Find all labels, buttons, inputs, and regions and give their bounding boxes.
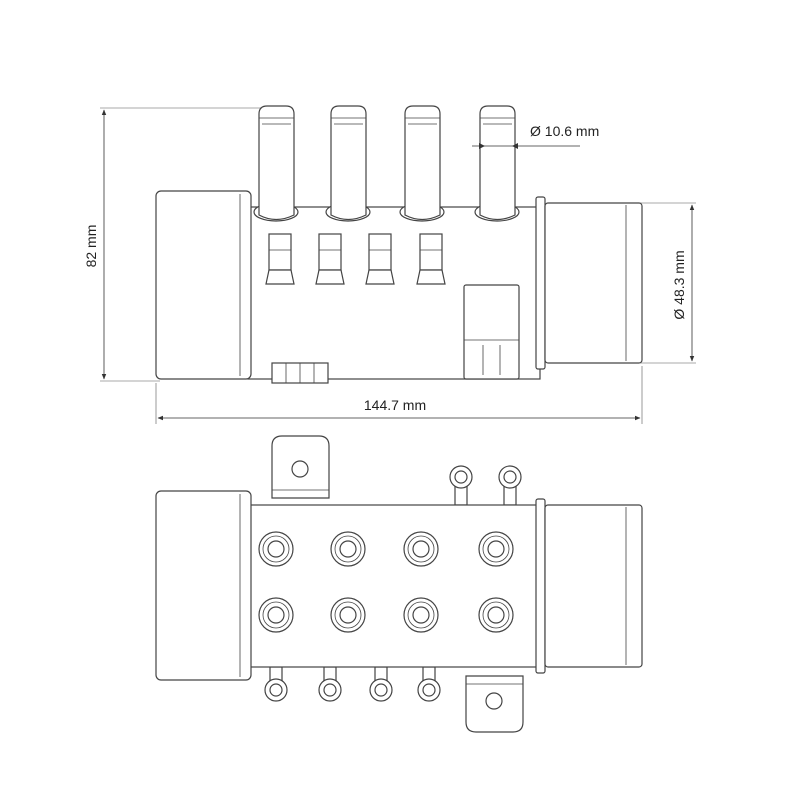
lug: [264, 666, 288, 702]
side-valve: [265, 233, 295, 285]
height-dimension: 82 mm: [83, 107, 262, 382]
side-pipe: [399, 105, 445, 222]
top-port: [403, 597, 439, 633]
inlet-diameter-dimension: Ø 48.3 mm: [640, 202, 696, 364]
side-inlet-pipe: [544, 202, 643, 364]
top-port: [478, 531, 514, 567]
side-pipe: [253, 105, 299, 222]
side-valves: [265, 233, 446, 285]
bottom-lugs: [264, 666, 441, 702]
lug: [369, 666, 393, 702]
side-valve: [315, 233, 345, 285]
top-ports: [258, 531, 514, 633]
lug: [318, 666, 342, 702]
side-flange: [535, 196, 546, 370]
lug: [417, 666, 441, 702]
side-pipe: [474, 105, 520, 222]
side-pipe: [325, 105, 371, 222]
height-label: 82 mm: [83, 225, 99, 268]
top-inlet-pipe: [544, 504, 643, 668]
side-valve: [365, 233, 395, 285]
top-port: [258, 597, 294, 633]
top-port: [330, 531, 366, 567]
top-port: [403, 531, 439, 567]
inlet-diameter-label: Ø 48.3 mm: [671, 250, 687, 319]
side-actuator-box: [463, 284, 520, 380]
top-left-cap: [155, 490, 252, 681]
top-body: [247, 504, 541, 668]
top-port: [258, 531, 294, 567]
length-label: 144.7 mm: [364, 397, 426, 413]
side-pipes: [253, 105, 520, 222]
lug: [449, 465, 473, 506]
top-port: [330, 597, 366, 633]
pipe-diameter-dimension: Ø 10.6 mm: [472, 123, 599, 149]
side-left-cap: [155, 190, 252, 380]
top-lugs: [449, 465, 522, 506]
top-port: [478, 597, 514, 633]
top-view: [155, 435, 643, 733]
lug: [498, 465, 522, 506]
length-dimension: 144.7 mm: [155, 366, 643, 424]
side-valve: [416, 233, 446, 285]
side-view: [155, 105, 643, 384]
pipe-diameter-label: Ø 10.6 mm: [530, 123, 599, 139]
top-flange: [535, 498, 546, 674]
